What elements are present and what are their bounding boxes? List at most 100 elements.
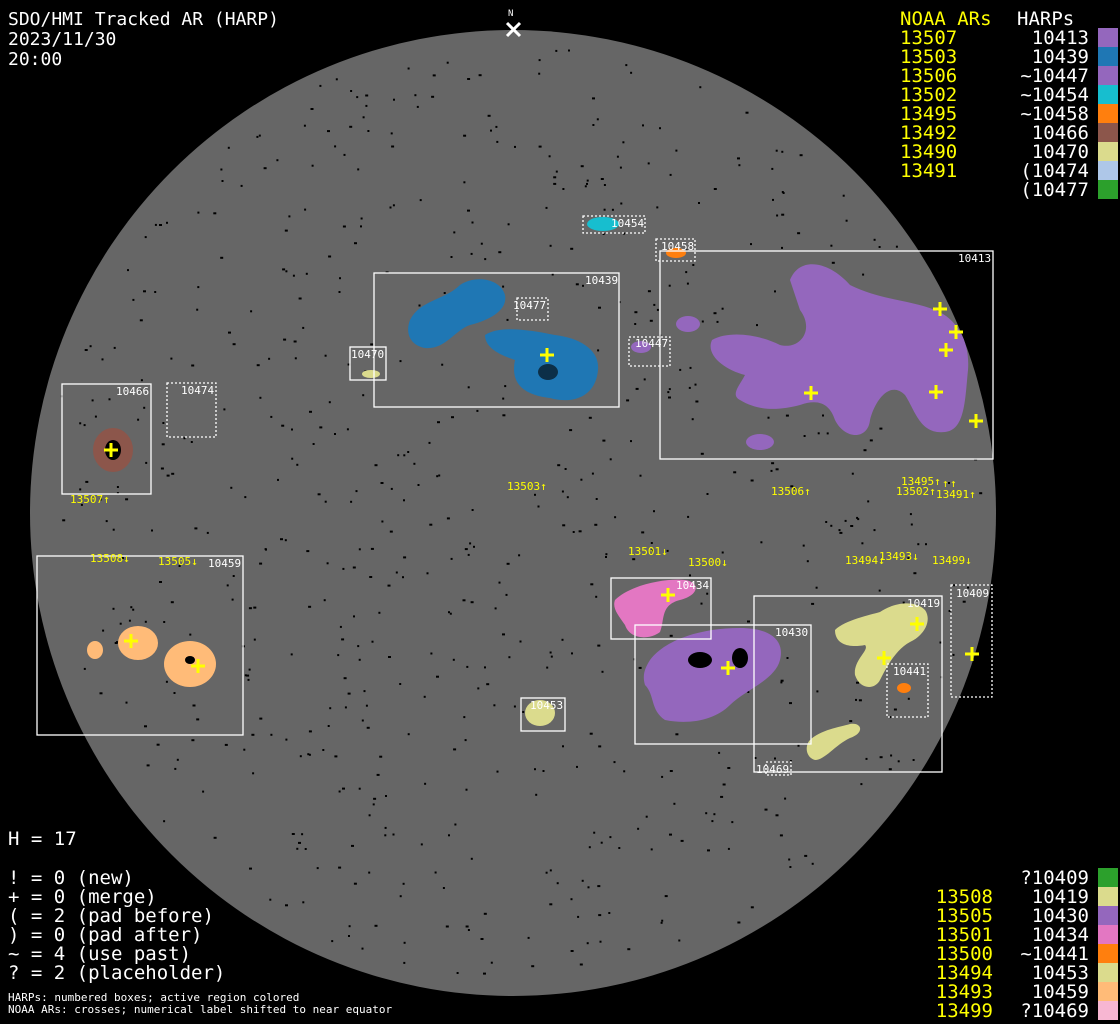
harp-box-10434[interactable] (610, 577, 712, 640)
harp-box-10447[interactable] (628, 336, 671, 367)
stat-line: ) = 0 (pad after) (8, 924, 202, 946)
footnote: HARPs: numbered boxes; active region col… (8, 991, 299, 1004)
noaa-cross-icon (124, 634, 138, 648)
legend-harp: ~10454 (1020, 84, 1089, 106)
harp-box-10409[interactable] (950, 584, 993, 698)
noaa-cross-icon (910, 617, 924, 631)
legend-harp: ?10409 (1020, 867, 1089, 889)
noaa-label: ↑ (942, 477, 949, 490)
noaa-cross-icon (721, 661, 735, 675)
noaa-label: 13491↑ (936, 488, 976, 501)
legend-swatch (1098, 47, 1118, 66)
legend-harp: (10474 (1020, 160, 1089, 182)
region-10413 (710, 264, 969, 435)
legend-noaa: 13502 (900, 84, 957, 106)
harp-label: 10430 (775, 626, 808, 639)
harp-box-10474[interactable] (166, 382, 217, 438)
legend-noaa: 13490 (900, 141, 957, 163)
region-10459-fragment (87, 641, 103, 659)
region-10453 (525, 700, 555, 726)
legend-swatch (1098, 161, 1118, 180)
harp-label: 10454 (611, 217, 644, 230)
legend-harp: ~10441 (1020, 943, 1089, 965)
harp-label: 10469 (756, 763, 789, 776)
legend-swatch (1098, 28, 1118, 47)
date-label: 2023/11/30 (8, 29, 116, 50)
harp-label: 10441 (893, 665, 926, 678)
legend-noaa: 13499 (936, 1000, 993, 1022)
harp-label: 10419 (907, 597, 940, 610)
harp-box-10469[interactable] (765, 761, 792, 776)
noaa-cross-icon (933, 302, 947, 316)
harp-label: 10466 (116, 385, 149, 398)
region-10434 (614, 579, 696, 638)
time-label: 20:00 (8, 49, 62, 70)
legend-noaa: 13501 (936, 924, 993, 946)
sunspot (538, 364, 558, 380)
harp-box-10453[interactable] (520, 697, 566, 732)
harp-box-10477[interactable] (516, 297, 549, 321)
harp-box-10470[interactable] (349, 346, 387, 381)
harp-label: 10477 (513, 299, 546, 312)
harp-box-10439[interactable] (373, 272, 620, 408)
legend-swatch (1098, 982, 1118, 1001)
legend-harp: 10434 (1032, 924, 1089, 946)
legend-harp: 10453 (1032, 962, 1089, 984)
harp-box-10430[interactable] (634, 624, 812, 745)
stat-line: ! = 0 (new) (8, 867, 134, 889)
legend-harp: 10430 (1032, 905, 1089, 927)
noaa-cross-icon (939, 343, 953, 357)
harp-label: 10474 (181, 384, 214, 397)
legend-swatch (1098, 180, 1118, 199)
legend-swatch (1098, 142, 1118, 161)
stat-line: ? = 2 (placeholder) (8, 962, 225, 984)
harp-box-10454[interactable] (582, 215, 646, 234)
noaa-label: 13506↑ (771, 485, 811, 498)
legend-harp: ?10469 (1020, 1000, 1089, 1022)
legend-harp: 10470 (1032, 141, 1089, 163)
legend-swatch (1098, 868, 1118, 887)
harp-label: 10447 (635, 337, 668, 350)
harp-box-10413[interactable] (659, 250, 994, 460)
region-10441 (897, 683, 911, 693)
noaa-cross-icon (191, 659, 205, 673)
harps-header: HARPs (1017, 8, 1074, 30)
harp-boxes: 10413 10439 10447 10454 10458 10466 1047… (36, 215, 994, 776)
harp-box-10441[interactable] (886, 663, 929, 718)
legend-swatch (1098, 944, 1118, 963)
legend-noaa: 13494 (936, 962, 993, 984)
region-10470 (362, 370, 380, 378)
noaa-label: 13500↓ (688, 556, 728, 569)
solar-disk (30, 30, 996, 996)
harp-box-10459[interactable] (36, 555, 244, 736)
legend-harp: ~10458 (1020, 103, 1089, 125)
noaa-cross-icon (969, 414, 983, 428)
legend-swatch (1098, 66, 1118, 85)
active-regions (87, 217, 969, 760)
noaa-label: 13493↓ (879, 550, 919, 563)
noaa-label: 13505↓ (158, 555, 198, 568)
legend-swatch (1098, 123, 1118, 142)
harp-box-10466[interactable] (61, 383, 152, 495)
harp-label: 10413 (958, 252, 991, 265)
noaa-label: 13494↓ (845, 554, 885, 567)
harp-count: H = 17 (8, 828, 77, 850)
legend-noaa: 13503 (900, 46, 957, 68)
region-10454 (587, 217, 619, 231)
legend-harp: 10439 (1032, 46, 1089, 68)
legend-noaa: 13492 (900, 122, 957, 144)
noaa-cross-icon (540, 348, 554, 362)
region-10413-fragment (746, 434, 774, 450)
region-10419 (835, 603, 928, 687)
region-10459 (118, 626, 158, 660)
stat-line: ~ = 4 (use past) (8, 943, 191, 965)
legend-swatch (1098, 887, 1118, 906)
legend-swatch (1098, 906, 1118, 925)
noaa-label: 13508↓ (90, 552, 130, 565)
harp-box-10419[interactable] (753, 595, 943, 773)
stats-list: ! = 0 (new)+ = 0 (merge)( = 2 (pad befor… (8, 867, 225, 984)
harp-box-10458[interactable] (655, 238, 696, 262)
harp-label: 10453 (530, 699, 563, 712)
harp-label: 10439 (585, 274, 618, 287)
